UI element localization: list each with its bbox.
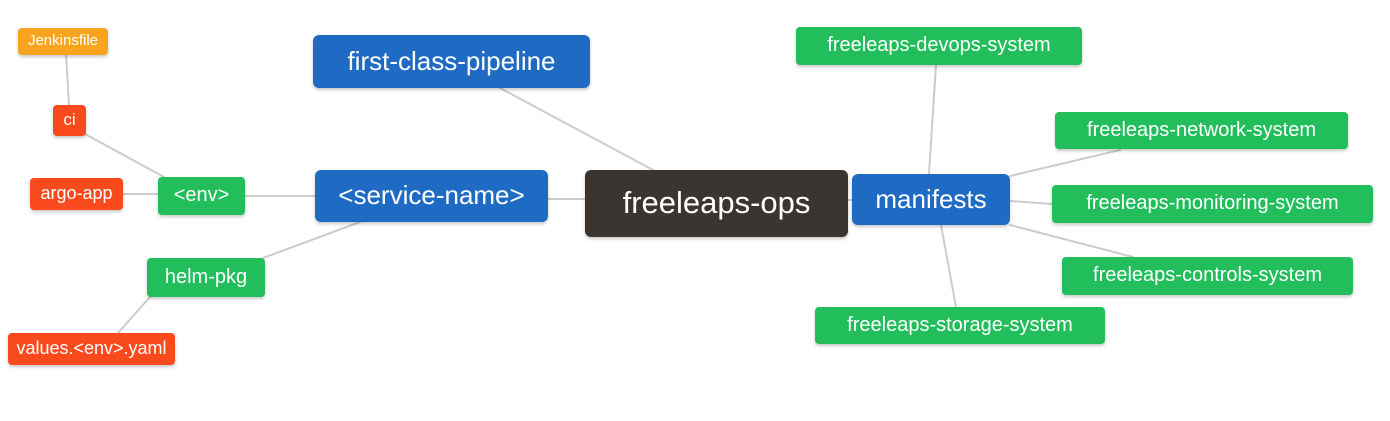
node-label: Jenkinsfile xyxy=(27,32,99,49)
node-service-name[interactable]: <service-name> xyxy=(315,170,548,222)
node-label: freeleaps-storage-system xyxy=(847,313,1073,336)
edge-freeleaps-devops-system-to-manifests xyxy=(928,64,937,175)
edge-service-name-to-helm-pkg xyxy=(262,221,361,259)
node-freeleaps-devops-system[interactable]: freeleaps-devops-system xyxy=(796,27,1082,65)
node-freeleaps-storage-system[interactable]: freeleaps-storage-system xyxy=(815,307,1105,344)
node-label: freeleaps-monitoring-system xyxy=(1086,192,1339,214)
edge-manifests-to-freeleaps-monitoring-system xyxy=(1009,200,1053,205)
node-freeleaps-controls-system[interactable]: freeleaps-controls-system xyxy=(1062,257,1353,295)
node-label: manifests xyxy=(875,183,987,214)
edge-helm-pkg-to-values-env-yaml xyxy=(117,296,151,334)
edge-manifests-to-freeleaps-controls-system xyxy=(1009,224,1134,258)
node-freeleaps-ops[interactable]: freeleaps-ops xyxy=(585,170,848,237)
node-first-class-pipeline[interactable]: first-class-pipeline xyxy=(313,35,590,88)
node-label: values.<env>.yaml xyxy=(16,338,167,358)
node-label: <service-name> xyxy=(338,180,525,210)
node-label: ci xyxy=(63,110,76,129)
node-helm-pkg[interactable]: helm-pkg xyxy=(147,258,265,297)
edge-ci-to-env xyxy=(84,133,165,178)
node-jenkinsfile[interactable]: Jenkinsfile xyxy=(18,28,108,55)
node-label: freeleaps-controls-system xyxy=(1093,264,1322,286)
node-values-env-yaml[interactable]: values.<env>.yaml xyxy=(8,333,175,365)
node-label: helm-pkg xyxy=(164,265,248,288)
node-label: first-class-pipeline xyxy=(347,45,556,76)
edge-manifests-to-freeleaps-storage-system xyxy=(940,224,957,308)
edge-first-class-pipeline-to-freeleaps-ops xyxy=(499,87,654,171)
node-freeleaps-network-system[interactable]: freeleaps-network-system xyxy=(1055,112,1348,149)
edge-jenkinsfile-to-ci xyxy=(65,54,70,106)
node-freeleaps-monitoring-system[interactable]: freeleaps-monitoring-system xyxy=(1052,185,1373,223)
node-label: freeleaps-network-system xyxy=(1087,118,1316,141)
edge-manifests-to-freeleaps-network-system xyxy=(1009,149,1121,177)
node-label: freeleaps-ops xyxy=(622,185,811,220)
node-manifests[interactable]: manifests xyxy=(852,174,1010,225)
node-label: argo-app xyxy=(40,183,113,203)
node-label: freeleaps-devops-system xyxy=(827,34,1051,56)
node-env[interactable]: <env> xyxy=(158,177,245,215)
node-argo-app[interactable]: argo-app xyxy=(30,178,123,210)
node-label: <env> xyxy=(173,184,230,206)
node-ci[interactable]: ci xyxy=(53,105,86,136)
